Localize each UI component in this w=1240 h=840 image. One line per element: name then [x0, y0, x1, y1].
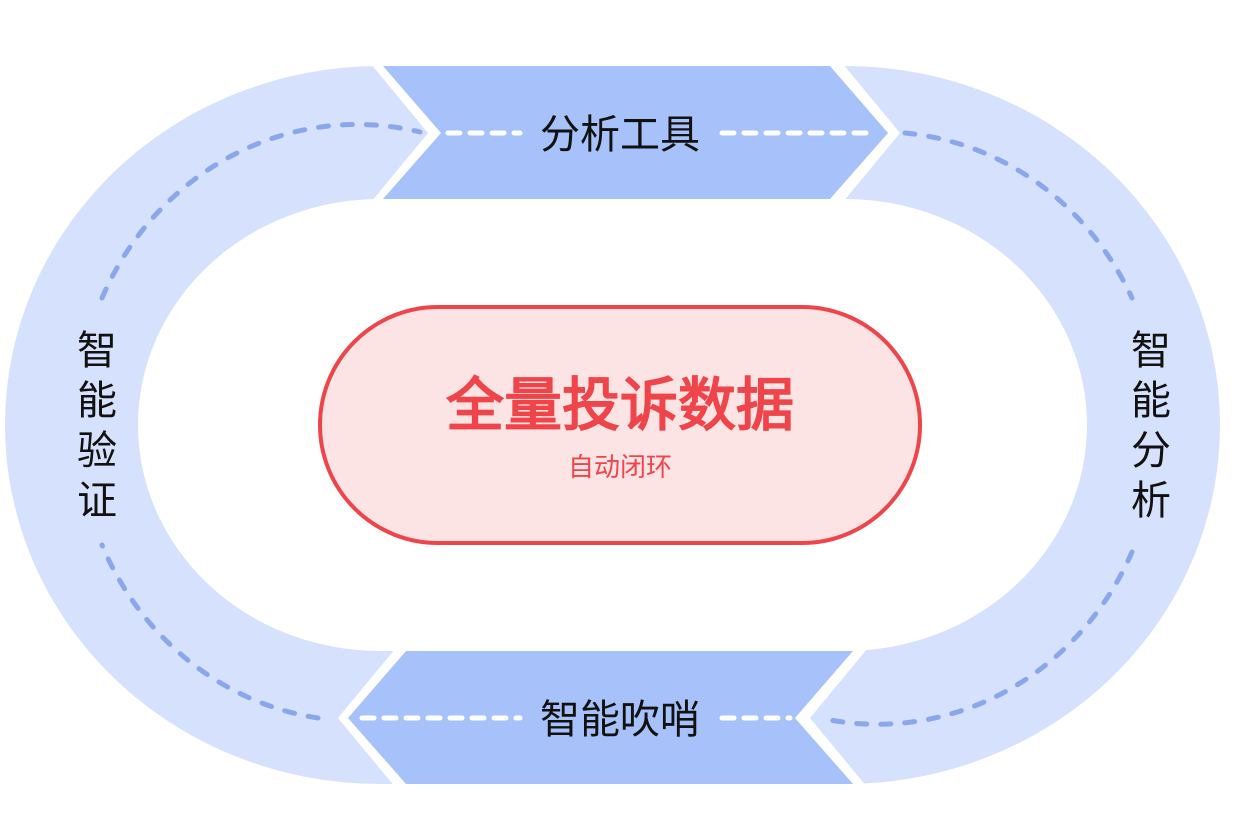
right-segment-char-2: 能	[1131, 378, 1171, 424]
left-segment-char-2: 能	[77, 378, 117, 424]
top-arrow	[383, 66, 888, 199]
left-segment-char-1: 智	[77, 328, 117, 374]
right-arc-dash	[902, 130, 1135, 301]
center-title: 全量投诉数据	[445, 371, 794, 439]
right-segment-char-4: 析	[1131, 478, 1171, 524]
left-arc-dash	[99, 542, 321, 721]
left-segment-char-3: 验	[77, 428, 117, 474]
bottom-arrow	[348, 651, 853, 784]
right-segment-char-1: 智	[1131, 328, 1171, 374]
center-subtitle: 自动闭环	[568, 453, 672, 483]
top-segment-label: 分析工具	[540, 112, 700, 158]
right-segment-char-3: 分	[1131, 428, 1171, 474]
right-arc-dash-lower	[817, 549, 1135, 727]
center-capsule	[318, 305, 922, 545]
bottom-segment-label: 智能吹哨	[540, 697, 700, 743]
left-segment-char-4: 证	[77, 478, 117, 524]
left-arc-dash-upper	[99, 121, 423, 301]
